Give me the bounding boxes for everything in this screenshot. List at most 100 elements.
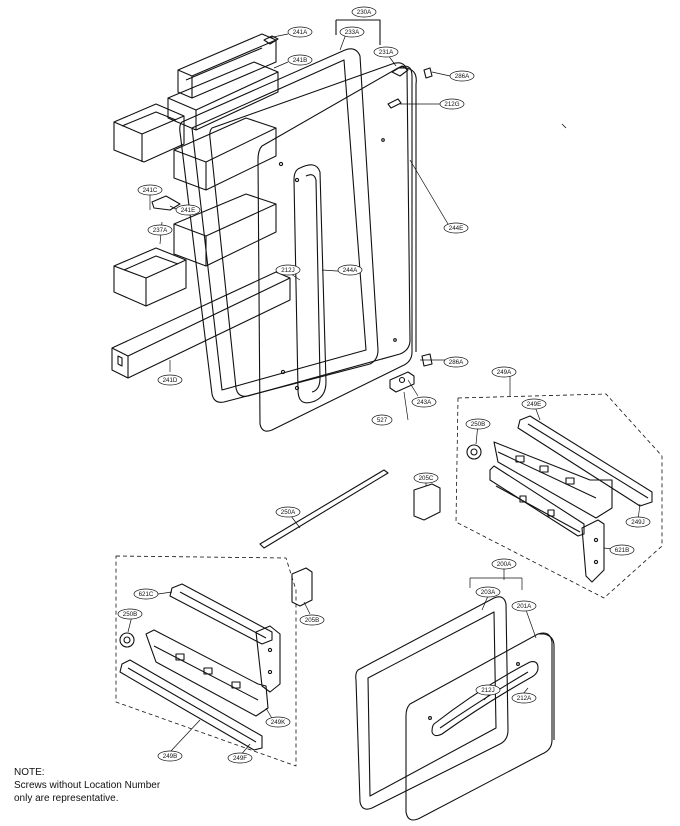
- door-liner-231A: [209, 62, 411, 397]
- callout-249B: 249B: [157, 750, 183, 762]
- note-text-line-1: Screws without Location Number: [14, 780, 161, 791]
- callout-241E: 241E: [175, 204, 201, 216]
- callout-203A: 203A: [475, 586, 501, 598]
- clip-205C: [413, 483, 441, 521]
- callout-241A: 241A: [287, 26, 313, 38]
- svg-text:200A: 200A: [497, 561, 512, 568]
- screw-286A: [423, 67, 433, 79]
- door-bin-241D: [111, 271, 291, 379]
- callout-230A: 230A: [351, 6, 377, 18]
- freezer-gasket-203A: [355, 596, 509, 810]
- hinge-pin: [398, 376, 406, 384]
- note-heading: NOTE:: [14, 767, 45, 778]
- svg-text:286A: 286A: [449, 359, 464, 366]
- callout-212J-top: 212J: [275, 264, 301, 276]
- callout-621C: 621C: [133, 588, 159, 600]
- callout-233A: 233A: [339, 26, 365, 38]
- svg-text:249F: 249F: [233, 755, 247, 762]
- svg-text:527: 527: [377, 417, 388, 424]
- svg-text:230A: 230A: [357, 9, 372, 16]
- svg-text:212A: 212A: [517, 695, 532, 702]
- svg-text:205B: 205B: [305, 617, 319, 624]
- svg-text:621C: 621C: [139, 591, 154, 598]
- rail-assembly-249B: [115, 555, 297, 767]
- hinge-243A: [389, 371, 415, 393]
- callout-286A-top: 286A: [449, 70, 475, 82]
- door-outer-panel-244A: [257, 65, 417, 432]
- rail-assembly-249A: [455, 393, 663, 599]
- svg-text:250B: 250B: [123, 611, 137, 618]
- callout-250A: 250A: [275, 506, 301, 518]
- svg-text:237A: 237A: [153, 227, 168, 234]
- callout-527: 527: [371, 414, 393, 426]
- svg-text:249B: 249B: [163, 753, 177, 760]
- callout-249J: 249J: [625, 516, 651, 528]
- svg-text:201A: 201A: [517, 603, 532, 610]
- svg-text:250B: 250B: [471, 421, 485, 428]
- callout-250B-left: 250B: [117, 608, 143, 620]
- door-bin-middle: [173, 117, 277, 191]
- callout-244E: 244E: [443, 222, 469, 234]
- stray-mark: [561, 123, 567, 129]
- callout-249A: 249A: [491, 366, 517, 378]
- svg-text:212G: 212G: [444, 101, 459, 108]
- svg-text:249E: 249E: [527, 401, 541, 408]
- svg-text:241A: 241A: [293, 29, 308, 36]
- svg-text:205C: 205C: [419, 475, 434, 482]
- callout-244A: 244A: [337, 264, 363, 276]
- screw-286A-lower: [421, 353, 433, 367]
- svg-text:244E: 244E: [449, 225, 463, 232]
- svg-text:241E: 241E: [181, 207, 195, 214]
- svg-text:241B: 241B: [293, 57, 307, 64]
- callout-249F: 249F: [227, 752, 253, 764]
- svg-text:250A: 250A: [281, 509, 296, 516]
- svg-text:249J: 249J: [631, 519, 644, 526]
- callout-leaders-top: [149, 33, 451, 421]
- svg-text:212J: 212J: [481, 687, 494, 694]
- callout-231A: 231A: [373, 46, 399, 58]
- callout-212G: 212G: [439, 98, 465, 110]
- door-bin-241A: [177, 33, 277, 99]
- svg-text:241C: 241C: [143, 187, 158, 194]
- callout-250B-right: 250B: [465, 418, 491, 430]
- callout-241D: 241D: [157, 374, 183, 386]
- svg-text:241D: 241D: [163, 377, 178, 384]
- svg-text:244A: 244A: [343, 267, 358, 274]
- svg-text:231A: 231A: [379, 49, 394, 56]
- callout-286A-bottom: 286A: [443, 356, 469, 368]
- callout-241B: 241B: [287, 54, 313, 66]
- svg-text:286A: 286A: [455, 73, 470, 80]
- note-text-line-2: only are representative.: [14, 793, 119, 804]
- svg-text:203A: 203A: [481, 589, 496, 596]
- door-bin-lower: [173, 193, 277, 267]
- svg-text:249A: 249A: [497, 369, 512, 376]
- callout-201A: 201A: [511, 600, 537, 612]
- svg-text:243A: 243A: [417, 399, 432, 406]
- door-bin-241C: [113, 103, 185, 163]
- callout-labels: 230A 241A 233A 231A 241B 286A 212G 241C …: [117, 6, 651, 764]
- callout-241C: 241C: [137, 184, 163, 196]
- divider-bar-250A: [259, 469, 389, 549]
- svg-text:249K: 249K: [271, 719, 286, 726]
- svg-text:233A: 233A: [345, 29, 360, 36]
- freezer-door-panel: [405, 632, 555, 821]
- callout-249K: 249K: [265, 716, 291, 728]
- door-gasket-233A: [179, 48, 379, 403]
- bin-clip-241E: [151, 195, 181, 211]
- svg-text:212J: 212J: [281, 267, 294, 274]
- callout-205C: 205C: [413, 472, 439, 484]
- callout-621B: 621B: [609, 544, 635, 556]
- callout-205B: 205B: [299, 614, 325, 626]
- door-bin-cap: [263, 35, 279, 45]
- callout-200A: 200A: [491, 558, 517, 570]
- callout-249E: 249E: [521, 398, 547, 410]
- door-bin-241B: [167, 61, 279, 131]
- callout-243A: 243A: [411, 396, 437, 408]
- note-block: NOTE: Screws without Location Number onl…: [14, 766, 160, 805]
- callout-237A: 237A: [147, 224, 173, 236]
- door-bin-237A: [113, 247, 187, 307]
- callout-212A: 212A: [511, 692, 537, 704]
- svg-text:621B: 621B: [615, 547, 629, 554]
- callout-leader: [335, 19, 381, 45]
